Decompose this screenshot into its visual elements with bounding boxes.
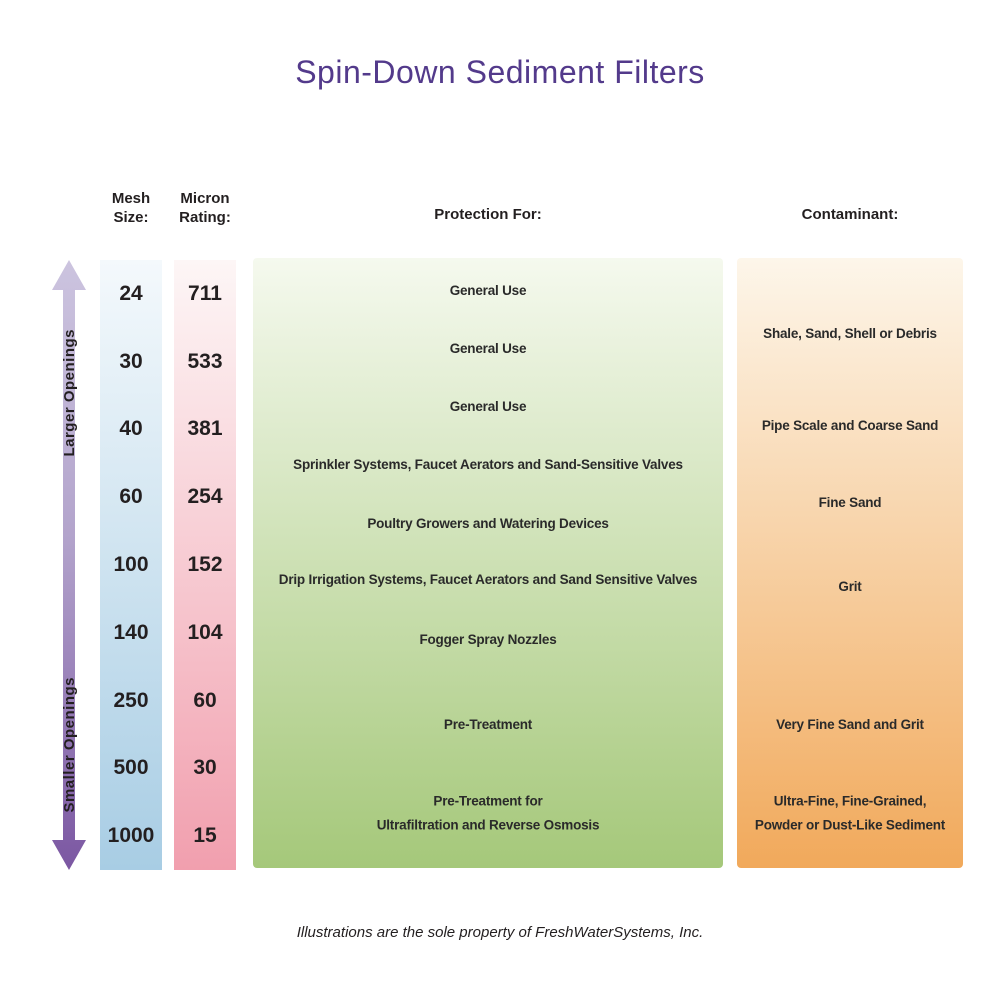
mesh-value: 100 — [113, 553, 149, 577]
contaminant-header: Contaminant: — [801, 206, 899, 223]
mesh-size-column: 24 30 40 60 100 140 250 500 1000 — [100, 260, 162, 870]
protection-item: General Use — [449, 340, 527, 356]
mesh-value: 40 — [119, 417, 143, 441]
protection-item: Pre-Treatment for Ultrafiltration and Re… — [376, 793, 600, 833]
mesh-value: 30 — [119, 349, 143, 373]
smaller-openings-text: Smaller Openings — [60, 677, 78, 813]
mesh-value: 60 — [119, 485, 143, 509]
page-title: Spin-Down Sediment Filters — [295, 54, 705, 90]
protection-item: General Use — [449, 282, 527, 298]
mesh-value: 250 — [113, 688, 149, 712]
openings-axis-arrow-icon — [52, 260, 86, 870]
contaminant-item: Fine Sand — [818, 494, 882, 510]
contaminant-item: Ultra-Fine, Fine-Grained, Powder or Dust… — [754, 793, 946, 833]
contaminant-item: Grit — [838, 578, 862, 594]
contaminant-item: Very Fine Sand and Grit — [776, 716, 924, 732]
contaminant-panel: Shale, Sand, Shell or Debris Pipe Scale … — [737, 258, 963, 868]
mesh-size-header: Mesh Size: — [111, 190, 151, 226]
micron-value: 152 — [187, 553, 223, 577]
mesh-value: 500 — [113, 756, 149, 780]
micron-value: 533 — [187, 349, 223, 373]
micron-value: 254 — [187, 485, 223, 509]
micron-value: 711 — [188, 281, 222, 305]
mesh-value: 24 — [119, 281, 143, 305]
larger-openings-text: Larger Openings — [60, 328, 78, 457]
protection-for-header: Protection For: — [434, 206, 542, 223]
protection-item: Drip Irrigation Systems, Faucet Aerators… — [278, 571, 698, 587]
footer-note: Illustrations are the sole property of F… — [296, 924, 704, 941]
micron-value: 15 — [193, 824, 217, 848]
protection-item: General Use — [449, 398, 527, 414]
micron-rating-column: 711 533 381 254 152 104 60 30 15 — [174, 260, 236, 870]
larger-openings-label: Larger Openings — [50, 300, 88, 485]
contaminant-item: Pipe Scale and Coarse Sand — [761, 417, 939, 433]
mesh-value: 140 — [113, 620, 149, 644]
mesh-value: 1000 — [107, 824, 155, 848]
micron-value: 30 — [193, 756, 217, 780]
double-arrow-icon — [52, 260, 86, 870]
micron-value: 381 — [187, 417, 223, 441]
contaminant-item: Shale, Sand, Shell or Debris — [763, 325, 937, 341]
micron-rating-header: Micron Rating: — [179, 190, 231, 226]
protection-panel: General Use General Use General Use Spri… — [253, 258, 723, 868]
protection-item: Pre-Treatment — [443, 716, 533, 732]
micron-value: 104 — [187, 620, 223, 644]
smaller-openings-label: Smaller Openings — [50, 645, 88, 845]
protection-item: Fogger Spray Nozzles — [419, 631, 557, 647]
protection-item: Sprinkler Systems, Faucet Aerators and S… — [293, 456, 683, 472]
micron-value: 60 — [193, 688, 217, 712]
protection-item: Poultry Growers and Watering Devices — [367, 515, 609, 531]
